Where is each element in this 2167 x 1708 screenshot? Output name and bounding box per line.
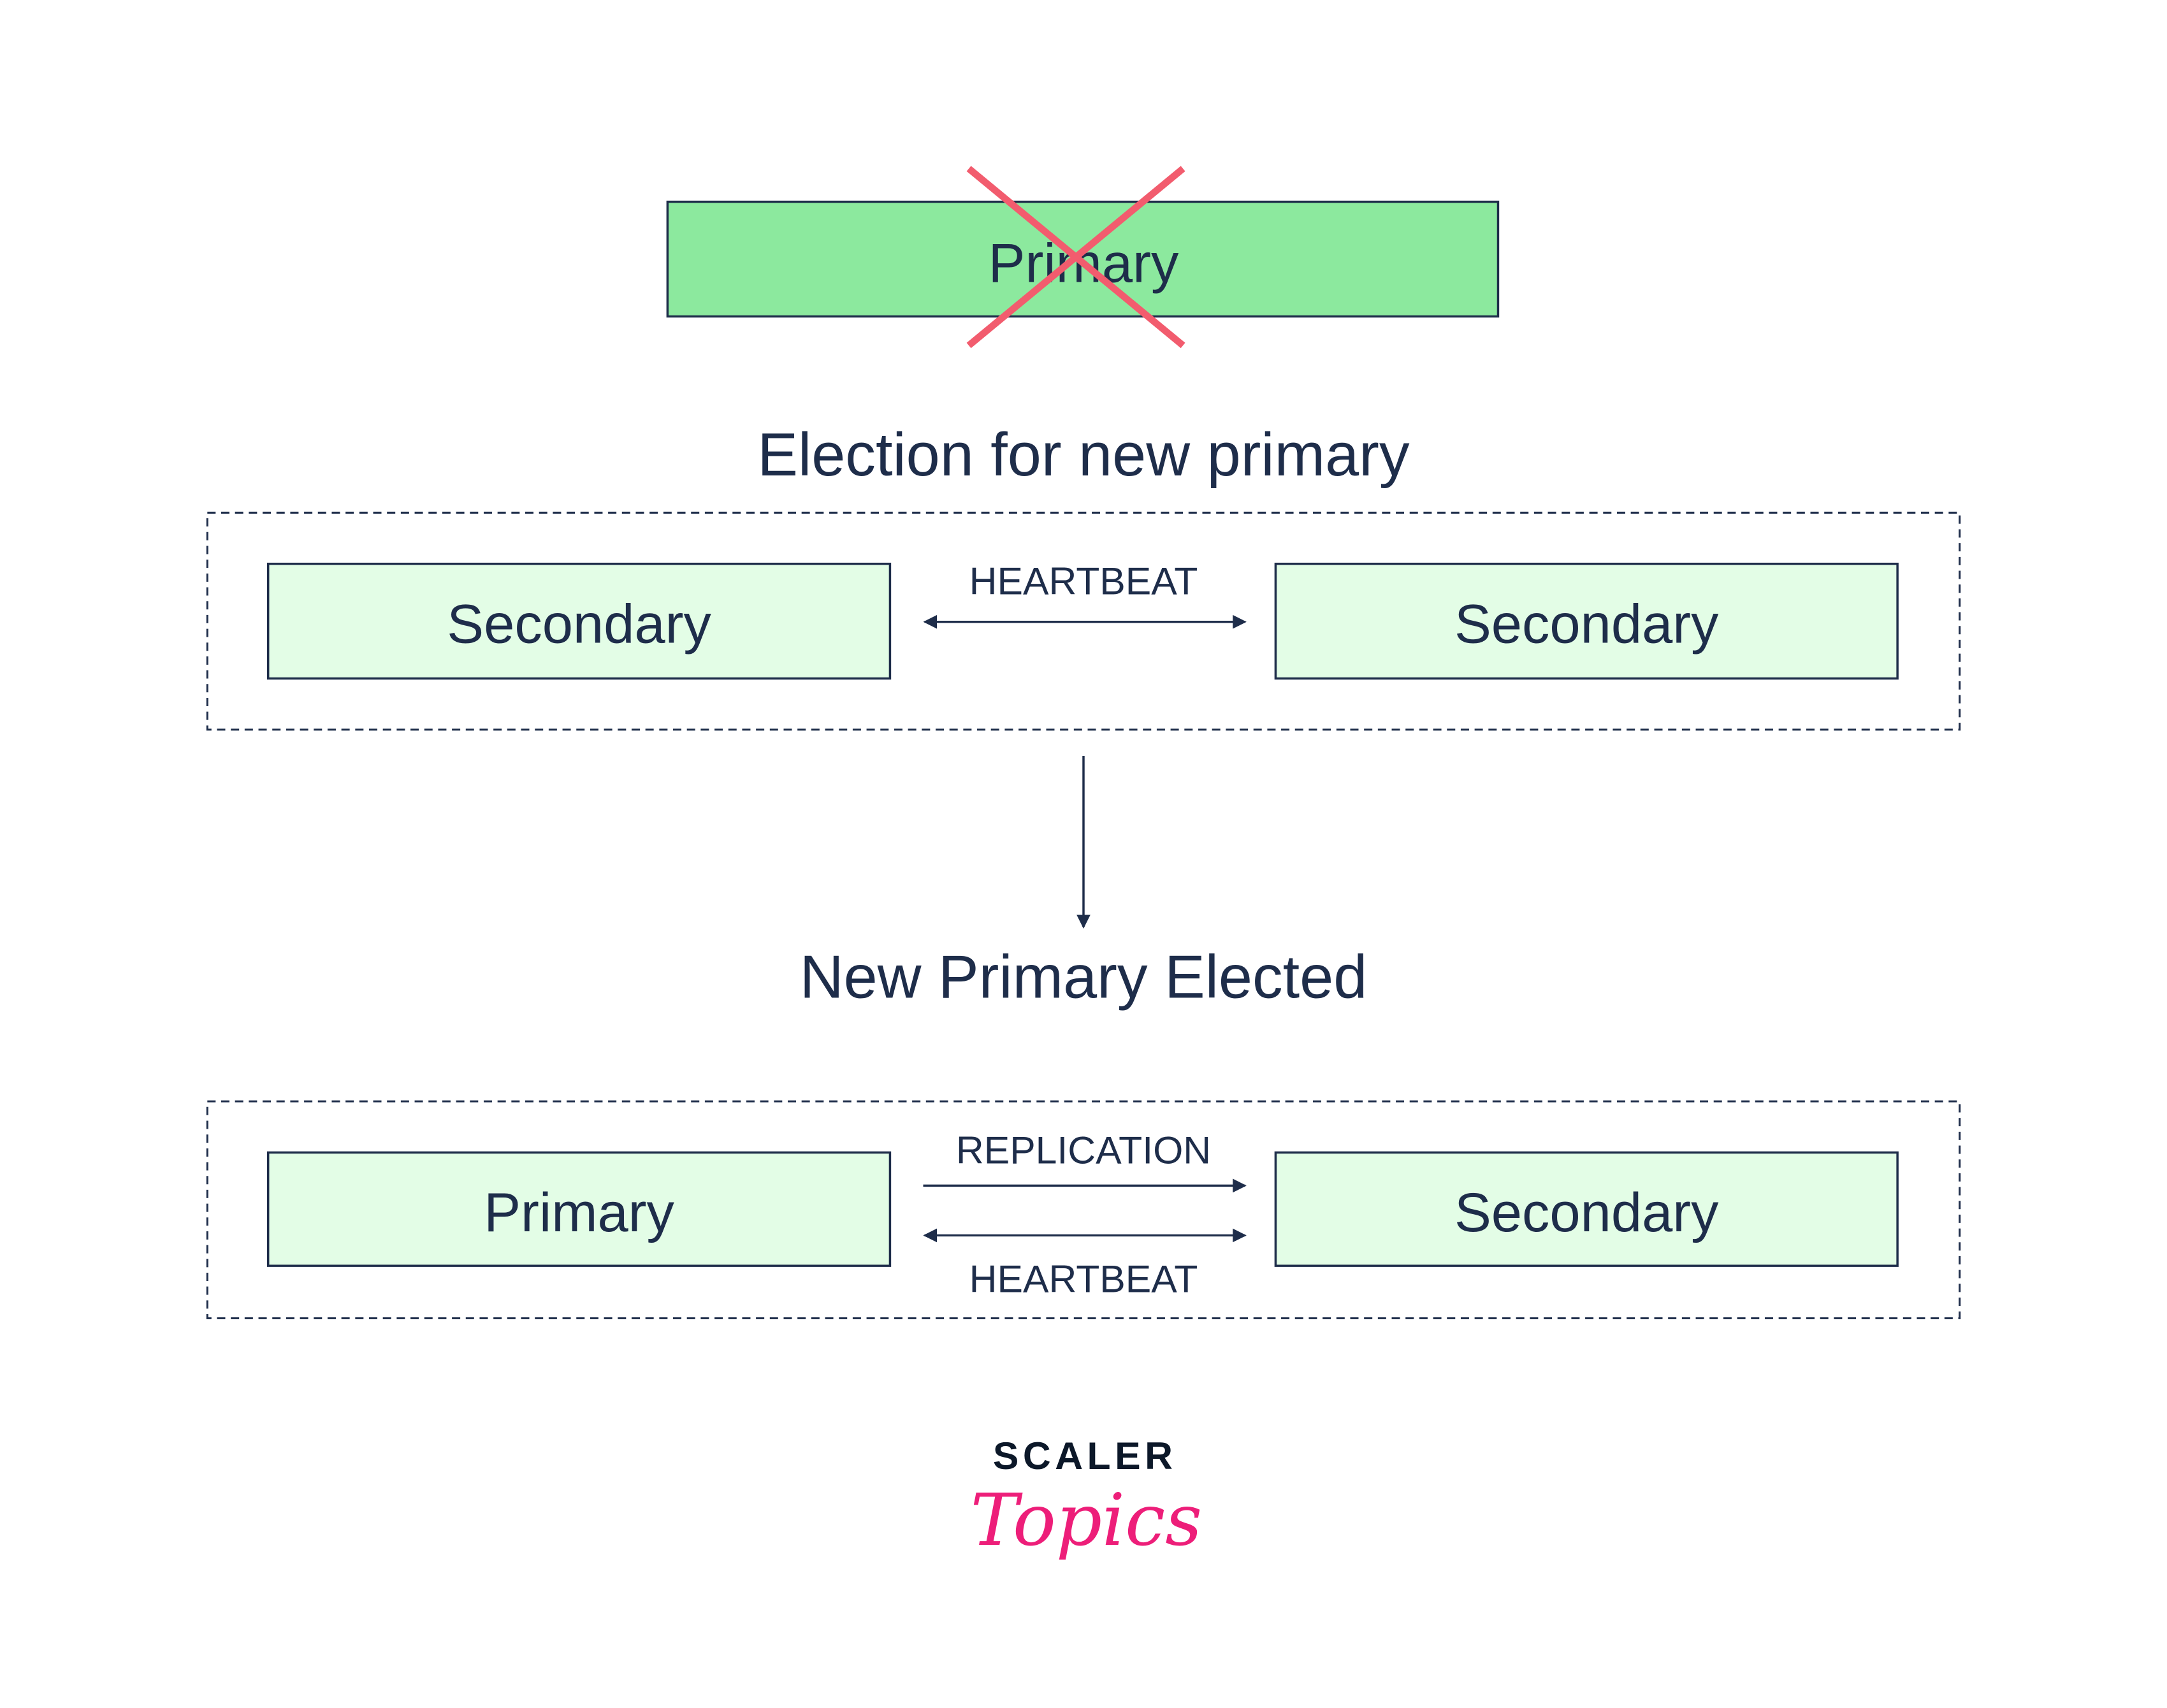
primary-node bbox=[266, 1151, 892, 1267]
heartbeat-label: HEARTBEAT bbox=[969, 1257, 1198, 1300]
scaler-topics-logo: SCALER Topics bbox=[971, 1434, 1203, 1562]
cross-icon bbox=[966, 166, 1185, 349]
election-title: Election for new primary bbox=[757, 421, 1409, 489]
failed-primary-node: Primary bbox=[666, 166, 1500, 349]
result-title: New Primary Elected bbox=[800, 944, 1368, 1011]
secondary-node-right-label: Secondary bbox=[1454, 593, 1719, 655]
replication-label: REPLICATION bbox=[956, 1129, 1211, 1172]
primary-node-label: Primary bbox=[484, 1182, 674, 1243]
secondary-node-right bbox=[1274, 562, 1899, 680]
logo-scaler: SCALER bbox=[993, 1434, 1177, 1477]
secondary-node-left-label: Secondary bbox=[447, 593, 711, 655]
heartbeat-label: HEARTBEAT bbox=[969, 559, 1198, 602]
election-group: Secondary Secondary HEARTBEAT bbox=[206, 511, 1961, 731]
secondary-node bbox=[1274, 1151, 1899, 1267]
result-group: Primary Secondary REPLICATION HEARTBEAT bbox=[206, 1100, 1961, 1320]
secondary-node-left bbox=[266, 562, 892, 680]
logo-topics: Topics bbox=[971, 1478, 1203, 1562]
secondary-node-label: Secondary bbox=[1454, 1182, 1719, 1243]
